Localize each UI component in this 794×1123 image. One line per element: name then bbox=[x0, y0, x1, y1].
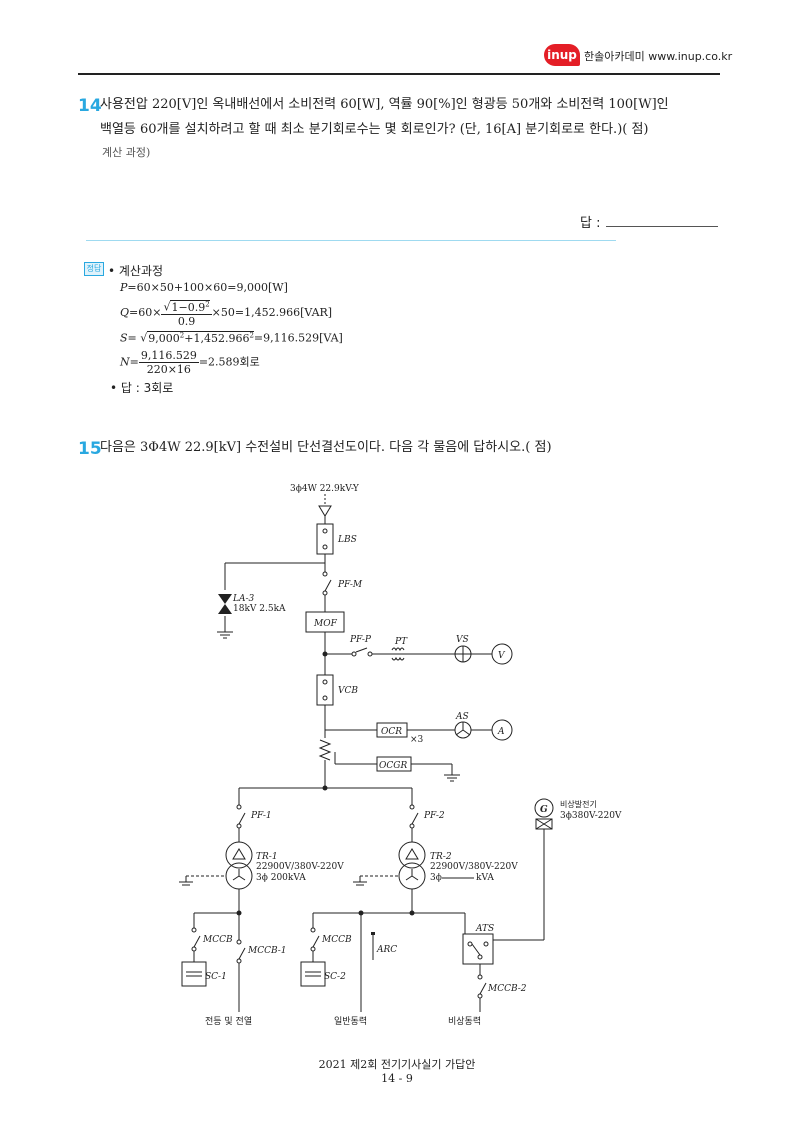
pf1-label: PF-1 bbox=[250, 811, 272, 821]
pfm-label: PF-M bbox=[337, 580, 363, 590]
header-brand: 한솔아카데미 www.inup.co.kr bbox=[584, 50, 733, 63]
question-15-number: 15 bbox=[78, 439, 102, 459]
s-exp-1: 2 bbox=[179, 331, 185, 339]
mccb-right-label: MCCB bbox=[321, 935, 352, 945]
lbs-label: LBS bbox=[337, 535, 357, 545]
solution-s-line: S= √9,0002+1,452.9662=9,116.529[VA] bbox=[120, 330, 343, 345]
mccb-left-label: MCCB bbox=[202, 935, 233, 945]
ammeter-label: A bbox=[497, 727, 505, 737]
section-separator bbox=[86, 240, 616, 241]
arc-label: ARC bbox=[376, 945, 397, 955]
generator-name: 비상발전기 bbox=[560, 799, 597, 809]
answer-blank-line[interactable] bbox=[606, 226, 718, 227]
generator-symbol: G bbox=[540, 805, 548, 815]
solution-p-line: P=60×50+100×60=9,000[W] bbox=[120, 281, 288, 294]
question-14-text: 사용전압 220[V]인 옥내배선에서 소비전력 60[W], 역률 90[%]… bbox=[100, 92, 669, 142]
inup-logo: inup bbox=[544, 44, 580, 66]
tr2-capacity-unit: kVA bbox=[476, 873, 494, 883]
vs-label: VS bbox=[456, 635, 469, 645]
tr1-voltage: 22900V/380V-220V bbox=[256, 862, 344, 872]
tr2-voltage: 22900V/380V-220V bbox=[430, 862, 518, 872]
s-var: S bbox=[120, 331, 128, 345]
q-num-exp: 2 bbox=[205, 300, 210, 308]
load-emergency-power-label: 비상동력 bbox=[448, 1015, 481, 1027]
voltmeter-label: V bbox=[498, 651, 506, 661]
ocr-x3-label: ×3 bbox=[410, 735, 424, 745]
solution-answer: • 답 : 3회로 bbox=[110, 381, 174, 395]
tr1-capacity: 3ϕ 200kVA bbox=[256, 873, 306, 883]
n-var: N bbox=[120, 355, 130, 369]
answer-badge: 정답 bbox=[84, 262, 104, 276]
mccb1-label: MCCB-1 bbox=[247, 946, 287, 956]
s-exp-2: 2 bbox=[249, 331, 254, 339]
question-14-line2: 백열등 60개를 설치하려고 할 때 최소 분기회로수는 몇 회로인가? (단,… bbox=[100, 122, 649, 137]
pfp-label: PF-P bbox=[349, 635, 372, 645]
la-rating: 18kV 2.5kA bbox=[233, 604, 286, 614]
mof-label: MOF bbox=[313, 619, 338, 629]
calc-process-label: 계산 과정) bbox=[102, 146, 151, 159]
pt-label: PT bbox=[394, 637, 408, 647]
q-var: Q bbox=[120, 305, 130, 319]
as-label: AS bbox=[455, 712, 469, 722]
source-label: 3ϕ4W 22.9kV-Y bbox=[290, 484, 360, 494]
n-num: 9,116.529 bbox=[138, 349, 199, 363]
question-14-number: 14 bbox=[78, 96, 102, 116]
q-den: 0.9 bbox=[177, 314, 196, 328]
tr2-capacity-prefix: 3ϕ bbox=[430, 873, 442, 883]
ocgr-label: OCGR bbox=[379, 761, 407, 771]
header-divider bbox=[78, 73, 720, 75]
p-expr: =60×50+100×60=9,000[W] bbox=[127, 281, 288, 294]
ocr-label: OCR bbox=[381, 727, 402, 737]
answer-label: 답 : bbox=[580, 216, 601, 231]
s-sqrt: 9,000 bbox=[148, 331, 180, 345]
sc2-label: SC-2 bbox=[324, 972, 346, 982]
p-var: P bbox=[120, 281, 128, 294]
la-name: LA-3 bbox=[232, 594, 255, 604]
q-tail: ×50=1,452.966[VAR] bbox=[211, 305, 333, 319]
n-den: 220×16 bbox=[146, 363, 191, 376]
vcb-label: VCB bbox=[338, 686, 358, 696]
mccb2-label: MCCB-2 bbox=[487, 984, 527, 994]
question-15-text: 다음은 3Φ4W 22.9[kV] 수전설비 단선결선도이다. 다음 각 물음에… bbox=[100, 440, 552, 455]
sc1-label: SC-1 bbox=[205, 972, 227, 982]
s-mid: +1,452.966 bbox=[184, 331, 250, 345]
tr2-name: TR-2 bbox=[430, 852, 452, 862]
s-tail: =9,116.529[VA] bbox=[253, 331, 343, 345]
pf2-label: PF-2 bbox=[423, 811, 445, 821]
footer-page-number: 14 - 9 bbox=[381, 1072, 413, 1085]
tr1-name: TR-1 bbox=[256, 852, 278, 862]
question-14-line1: 사용전압 220[V]인 옥내배선에서 소비전력 60[W], 역률 90[%]… bbox=[100, 97, 669, 112]
ats-label: ATS bbox=[475, 924, 494, 934]
q-lead: =60× bbox=[129, 305, 162, 319]
n-lead: = bbox=[129, 355, 139, 369]
s-lead: = bbox=[127, 331, 137, 345]
q-num-sqrt: 1−0.9 bbox=[171, 300, 206, 314]
solution-title: • 계산과정 bbox=[108, 264, 164, 278]
footer-title: 2021 제2회 전기기사실기 가답안 bbox=[318, 1058, 476, 1071]
generator-spec: 3ϕ380V-220V bbox=[560, 811, 622, 821]
n-tail: =2.589회로 bbox=[198, 355, 260, 369]
load-general-power-label: 일반동력 bbox=[334, 1015, 367, 1027]
load-lighting-label: 전등 및 전열 bbox=[205, 1015, 252, 1027]
